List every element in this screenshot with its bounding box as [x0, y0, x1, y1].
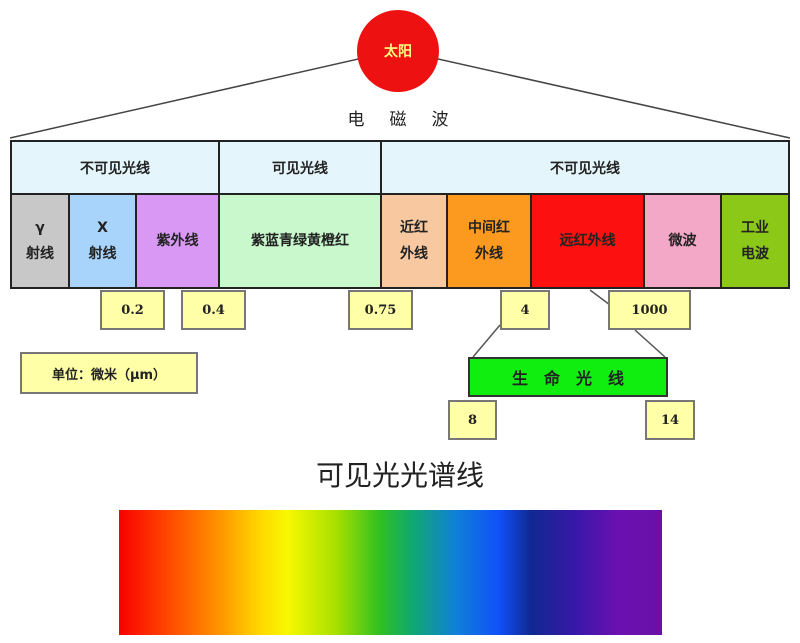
band-visible: 紫蓝青绿黄橙红	[218, 193, 382, 289]
electromagnetic-wave-label: 电 磁 波	[347, 109, 453, 130]
sun: 太阳	[357, 10, 439, 92]
band-label: 近红	[400, 220, 428, 236]
band-label: X	[97, 220, 108, 236]
band-ultraviolet: 紫外线	[135, 193, 220, 289]
band-label: 外线	[400, 246, 428, 262]
unit-label: 单位：微米（μm）	[20, 352, 198, 394]
value-1000: 1000	[608, 290, 691, 330]
band-microwave: 微波	[643, 193, 722, 289]
value-0-2: 0.2	[100, 290, 165, 330]
band-radio: 工业电波	[720, 193, 790, 289]
band-label: 微波	[668, 233, 697, 249]
band-near-infrared: 近红外线	[380, 193, 448, 289]
value-0-75: 0.75	[348, 290, 413, 330]
band-label: 工业	[741, 220, 769, 236]
group-invisible-long: 不可见光线	[380, 140, 790, 195]
value-0-4: 0.4	[181, 290, 246, 330]
band-label: 中间红	[468, 220, 510, 236]
spectrum-title: 可见光光谱线	[315, 459, 484, 492]
life-light-band: 生 命 光 线	[468, 357, 668, 397]
band-label: 外线	[475, 246, 503, 262]
band-xray: X 射线	[68, 193, 137, 289]
group-visible: 可见光线	[218, 140, 382, 195]
band-label: 射线	[26, 246, 54, 262]
band-label: γ	[35, 220, 45, 236]
band-label: 远红外线	[559, 233, 616, 249]
group-invisible-short: 不可见光线	[10, 140, 220, 195]
value-14: 14	[645, 400, 695, 440]
band-mid-infrared: 中间红外线	[446, 193, 532, 289]
band-label: 紫蓝青绿黄橙红	[251, 233, 349, 249]
band-far-infrared: 远红外线	[530, 193, 645, 289]
value-4: 4	[500, 290, 550, 330]
band-label: 紫外线	[156, 233, 199, 249]
band-label: 电波	[741, 246, 769, 262]
value-8: 8	[448, 400, 497, 440]
band-gamma: γ 射线	[10, 193, 70, 289]
band-label: 射线	[88, 246, 117, 262]
visible-spectrum-bar	[119, 510, 662, 635]
